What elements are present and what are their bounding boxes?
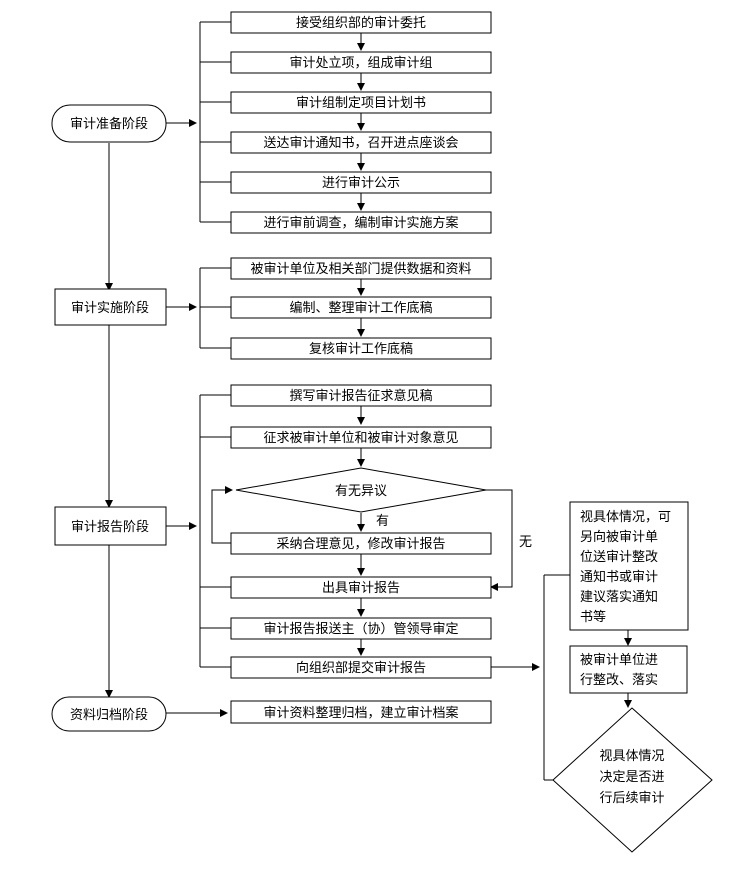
archive-step-label: 审计资料整理归档，建立审计档案 — [263, 706, 458, 721]
stage-report-label: 审计报告阶段 — [71, 520, 149, 535]
report-solicit-label: 征求被审计单位和被审计对象意见 — [263, 430, 458, 446]
report-draft-label: 撰写审计报告征求意见稿 — [289, 388, 432, 404]
prep-step-2-label: 审计处立项，组成审计组 — [289, 56, 432, 71]
impl-step-3: 复核审计工作底稿 — [230, 337, 492, 360]
side-notice-box: 视具体情况，可 另向被审计单 位送审计整改 通知书或审计 建议落实通知 书等 — [569, 501, 689, 631]
impl-step-1: 被审计单位及相关部门提供数据和资料 — [230, 257, 492, 280]
report-submit-org: 向组织部提交审计报告 — [230, 656, 492, 679]
prep-step-5: 进行审计公示 — [230, 171, 492, 194]
connectors — [105, 21, 632, 781]
prep-step-3: 审计组制定项目计划书 — [230, 91, 492, 114]
report-issue-label: 出具审计报告 — [322, 581, 400, 596]
stage-report: 审计报告阶段 — [54, 506, 167, 546]
side-notice-line-2: 另向被审计单 — [580, 529, 658, 545]
report-submit-leader-label: 审计报告报送主（协）管领导审定 — [263, 622, 458, 637]
stage-impl: 审计实施阶段 — [54, 288, 167, 326]
report-submit-org-label: 向组织部提交审计报告 — [296, 660, 426, 676]
report-revise: 采纳合理意见，修改审计报告 — [230, 532, 492, 555]
side-notice-line-1: 视具体情况，可 — [580, 510, 671, 525]
prep-step-4-label: 送达审计通知书，召开进点座谈会 — [263, 135, 458, 151]
report-decision: 有无异议 — [235, 467, 487, 513]
stage-prep-label: 审计准备阶段 — [70, 116, 148, 132]
side-notice-line-6: 书等 — [580, 609, 606, 625]
prep-step-4: 送达审计通知书，召开进点座谈会 — [230, 131, 492, 154]
side-followup-decision: 视具体情况 决定是否进 行后续审计 — [552, 707, 713, 853]
side-rectify-line-2: 行整改、落实 — [580, 673, 658, 688]
prep-step-2: 审计处立项，组成审计组 — [230, 51, 492, 74]
archive-step: 审计资料整理归档，建立审计档案 — [230, 700, 492, 724]
stage-archive: 资料归档阶段 — [51, 696, 167, 732]
report-draft: 撰写审计报告征求意见稿 — [230, 384, 492, 407]
impl-step-1-label: 被审计单位及相关部门提供数据和资料 — [250, 261, 471, 277]
side-notice-line-3: 位送审计整改 — [580, 550, 658, 565]
side-notice-line-5: 建议落实通知 — [580, 589, 658, 605]
report-issue: 出具审计报告 — [230, 576, 492, 599]
stage-impl-label: 审计实施阶段 — [71, 301, 149, 316]
impl-step-3-label: 复核审计工作底稿 — [309, 341, 413, 357]
stage-archive-label: 资料归档阶段 — [70, 708, 148, 723]
side-followup-line-3: 行后续审计 — [599, 791, 664, 806]
side-rectify-box: 被审计单位进 行整改、落实 — [569, 645, 688, 694]
impl-step-2: 编制、整理审计工作底稿 — [230, 296, 492, 319]
decision-no-label: 无 — [519, 535, 532, 550]
prep-step-1: 接受组织部的审计委托 — [230, 11, 492, 34]
side-followup-line-1: 视具体情况 — [599, 749, 664, 764]
report-decision-label: 有无异议 — [335, 484, 387, 499]
decision-yes-label: 有 — [376, 514, 389, 529]
report-solicit: 征求被审计单位和被审计对象意见 — [230, 426, 492, 449]
side-followup-line-2: 决定是否进 — [599, 770, 664, 785]
prep-step-5-label: 进行审计公示 — [322, 176, 400, 191]
report-revise-label: 采纳合理意见，修改审计报告 — [276, 536, 445, 552]
report-submit-leader: 审计报告报送主（协）管领导审定 — [230, 617, 492, 640]
prep-step-6: 进行审前调查，编制审计实施方案 — [230, 211, 492, 234]
side-rectify-line-1: 被审计单位进 — [580, 653, 658, 668]
impl-step-2-label: 编制、整理审计工作底稿 — [289, 300, 432, 316]
prep-step-1-label: 接受组织部的审计委托 — [296, 15, 426, 31]
stage-prep: 审计准备阶段 — [51, 104, 167, 143]
side-notice-line-4: 通知书或审计 — [580, 569, 658, 585]
prep-step-6-label: 进行审前调查，编制审计实施方案 — [263, 215, 458, 231]
prep-step-3-label: 审计组制定项目计划书 — [296, 96, 426, 111]
